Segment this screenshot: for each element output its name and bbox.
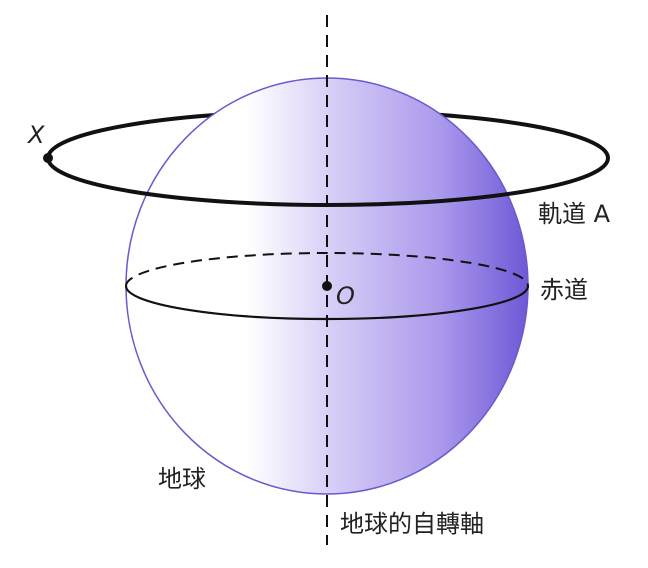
earth-label: 地球: [158, 465, 206, 493]
orbit-front-arc: [46, 157, 610, 207]
rotation-axis-label: 地球的自轉軸: [340, 510, 484, 538]
equator-label: 赤道: [540, 276, 588, 304]
orbit-a-label: 軌道 A: [538, 200, 611, 228]
point-x-label: X: [26, 121, 45, 149]
equator-back-dashed: [125, 252, 529, 287]
point-x-dot: [43, 153, 53, 163]
center-o-dot: [322, 281, 332, 291]
center-o-label: O: [336, 282, 355, 310]
